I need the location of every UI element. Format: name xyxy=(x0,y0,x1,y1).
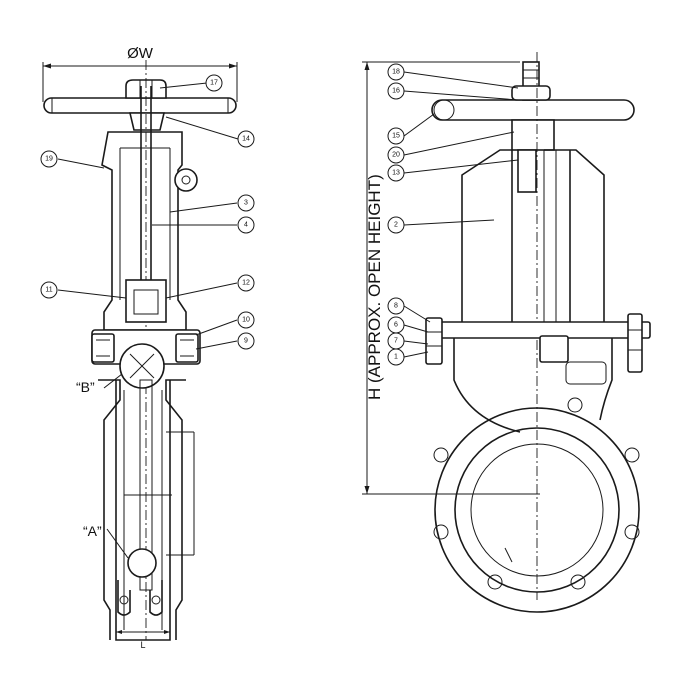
front-hub xyxy=(511,119,555,151)
tag-11: 11 xyxy=(40,281,58,299)
side-view xyxy=(42,60,238,641)
yoke-mount xyxy=(174,168,198,192)
tag-7: 7 xyxy=(387,332,405,350)
svg-text:14: 14 xyxy=(242,136,250,143)
tag-2: 2 xyxy=(387,216,405,234)
tag-4: 4 xyxy=(237,216,255,234)
detail-a-circle xyxy=(127,548,157,578)
svg-text:19: 19 xyxy=(45,156,53,163)
hub xyxy=(128,112,166,131)
front-yoke-left xyxy=(461,149,513,331)
body-ring-outer xyxy=(434,407,640,613)
bolt-holes xyxy=(433,397,640,590)
l-dimension-label: L xyxy=(140,640,145,650)
svg-text:2: 2 xyxy=(394,222,398,229)
svg-text:8: 8 xyxy=(394,303,398,310)
tag-15: 15 xyxy=(387,127,405,145)
svg-text:15: 15 xyxy=(392,133,400,140)
tag-13: 13 xyxy=(387,164,405,182)
tag-17: 17 xyxy=(205,74,223,92)
stem-nut xyxy=(125,79,167,99)
tag-9: 9 xyxy=(237,332,255,350)
svg-text:4: 4 xyxy=(244,222,248,229)
leaders xyxy=(57,71,519,559)
port xyxy=(470,443,604,577)
tag-20: 20 xyxy=(387,146,405,164)
tag-12: 12 xyxy=(237,274,255,292)
w-arrow-left xyxy=(43,63,51,69)
svg-text:20: 20 xyxy=(392,152,400,159)
tag-14: 14 xyxy=(237,130,255,148)
svg-text:16: 16 xyxy=(392,88,400,95)
body-outline xyxy=(115,380,171,641)
svg-text:13: 13 xyxy=(392,170,400,177)
w-arrow-right xyxy=(229,63,237,69)
stem-clevis xyxy=(125,279,167,323)
body-ring-inner xyxy=(454,427,620,593)
svg-text:18: 18 xyxy=(392,69,400,76)
svg-text:3: 3 xyxy=(244,200,248,207)
svg-text:7: 7 xyxy=(394,338,398,345)
tag-16: 16 xyxy=(387,82,405,100)
handwheel-bar xyxy=(43,97,237,114)
detail-b-label: “B” xyxy=(76,379,95,395)
tag-19: 19 xyxy=(40,150,58,168)
svg-text:10: 10 xyxy=(242,317,250,324)
detail-a-label: “A” xyxy=(83,523,102,539)
h-dimension-label: H (APPROX. OPEN HEIGHT) xyxy=(365,174,384,400)
svg-text:6: 6 xyxy=(394,322,398,329)
svg-text:17: 17 xyxy=(210,80,218,87)
w-dimension-label: ØW xyxy=(127,45,154,62)
svg-text:9: 9 xyxy=(244,338,248,345)
tag-10: 10 xyxy=(237,311,255,329)
tag-1: 1 xyxy=(387,348,405,366)
svg-text:1: 1 xyxy=(394,354,398,361)
svg-text:11: 11 xyxy=(45,287,52,294)
tag-3: 3 xyxy=(237,194,255,212)
svg-text:12: 12 xyxy=(242,280,250,287)
front-handwheel-bar xyxy=(431,99,635,121)
tag-8: 8 xyxy=(387,297,405,315)
front-view xyxy=(362,52,651,613)
tag-6: 6 xyxy=(387,316,405,334)
tag-18: 18 xyxy=(387,63,405,81)
